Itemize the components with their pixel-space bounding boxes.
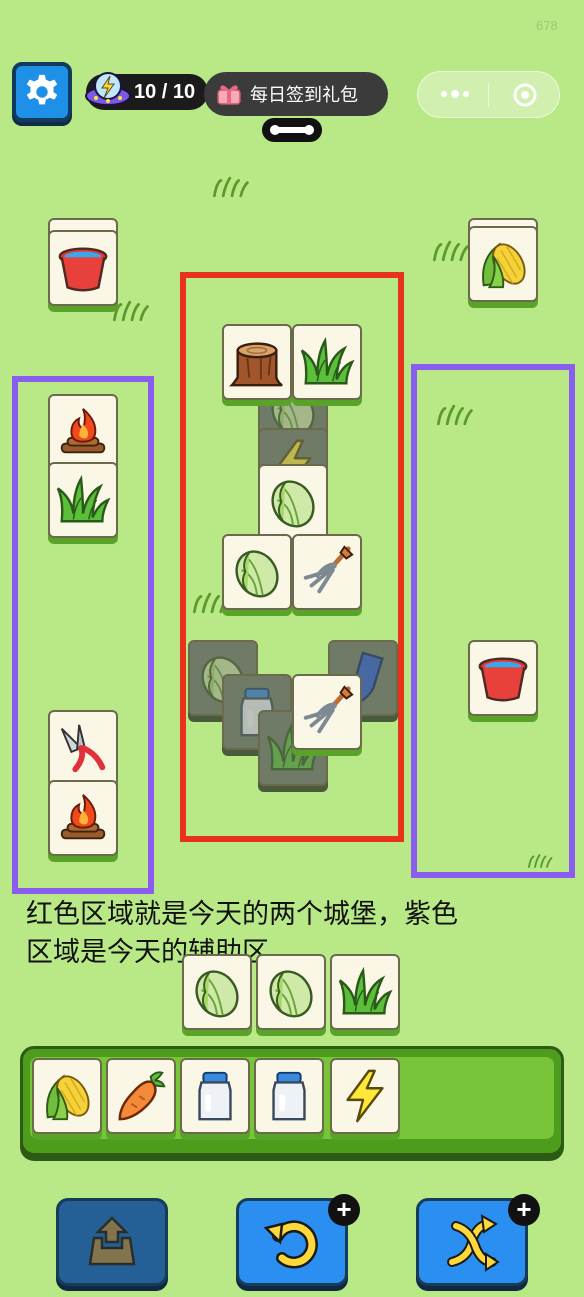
carrot-icon — [112, 1067, 170, 1125]
more-dots-icon — [441, 90, 469, 98]
grass-tuft-icon — [210, 176, 254, 198]
pitchfork-icon — [298, 683, 356, 741]
tray-slot-carrot — [106, 1058, 176, 1134]
tile-cabbage[interactable] — [222, 534, 292, 610]
corn-icon — [38, 1067, 96, 1125]
tile-bucket[interactable] — [468, 640, 538, 716]
cabbage-icon — [228, 543, 286, 601]
pitchfork-icon — [298, 543, 356, 601]
tile-pitchfork[interactable] — [292, 674, 362, 750]
bone-handle-icon — [270, 125, 314, 135]
grass-icon — [54, 471, 112, 529]
cabbage-icon — [262, 963, 320, 1021]
tile-shears[interactable] — [48, 710, 118, 786]
caption-line-1: 红色区域就是今天的两个城堡，紫色 — [26, 899, 458, 930]
remove-tiles-button[interactable] — [56, 1198, 168, 1286]
stump-icon — [228, 333, 286, 391]
grass-icon — [336, 963, 394, 1021]
tile-grass[interactable] — [330, 954, 400, 1030]
settings-button[interactable] — [12, 62, 72, 122]
tray-slot-lightning — [330, 1058, 400, 1134]
cabbage-icon — [188, 963, 246, 1021]
tile-cabbage[interactable] — [182, 954, 252, 1030]
tile-fire[interactable] — [48, 394, 118, 470]
tile-cabbage[interactable] — [256, 954, 326, 1030]
milk-icon — [260, 1067, 318, 1125]
gift-icon — [217, 85, 241, 105]
shuffle-plus-badge[interactable]: + — [508, 1194, 540, 1226]
grass-icon — [298, 333, 356, 391]
tile-pitchfork[interactable] — [292, 534, 362, 610]
helper-region-left-highlight — [12, 376, 154, 894]
tile-cabbage[interactable] — [258, 464, 328, 540]
gift-label: 每日签到礼包 — [250, 85, 358, 105]
tile-grass[interactable] — [292, 324, 362, 400]
energy-text: 10 / 10 — [134, 80, 196, 103]
tile-fire[interactable] — [48, 780, 118, 856]
tile-corn[interactable] — [468, 226, 538, 302]
version-number: 678 — [536, 18, 558, 33]
tray-slot-milk — [180, 1058, 250, 1134]
ufo-energy-icon — [85, 72, 131, 106]
undo-icon — [263, 1220, 318, 1269]
fire-icon — [54, 789, 112, 847]
helper-region-right-highlight — [411, 364, 575, 878]
corn-icon — [474, 235, 532, 293]
fire-icon — [54, 403, 112, 461]
tile-grass[interactable] — [48, 462, 118, 538]
lightning-icon — [336, 1067, 394, 1125]
drag-handle[interactable] — [262, 118, 322, 142]
capsule-divider — [488, 83, 489, 107]
milk-icon — [186, 1067, 244, 1125]
bucket-icon — [474, 649, 532, 707]
shuffle-icon — [447, 1214, 500, 1272]
bucket-icon — [54, 239, 112, 297]
tile-stump[interactable] — [222, 324, 292, 400]
tray-slot-corn — [32, 1058, 102, 1134]
gear-icon — [26, 74, 58, 105]
shears-icon — [54, 719, 112, 777]
cabbage-icon — [264, 473, 322, 531]
more-options-button[interactable] — [430, 79, 480, 109]
tray-slot-milk — [254, 1058, 324, 1134]
tray-upload-icon — [88, 1216, 136, 1266]
castle-region-highlight — [180, 272, 404, 842]
tile-bucket[interactable] — [48, 230, 118, 306]
annotation-caption: 红色区域就是今天的两个城堡，紫色 区域是今天的辅助区 — [26, 896, 526, 972]
close-miniprogram-button[interactable] — [505, 79, 545, 111]
undo-plus-badge[interactable]: + — [328, 1194, 360, 1226]
undo-button[interactable] — [236, 1198, 348, 1286]
target-close-icon — [513, 83, 537, 107]
